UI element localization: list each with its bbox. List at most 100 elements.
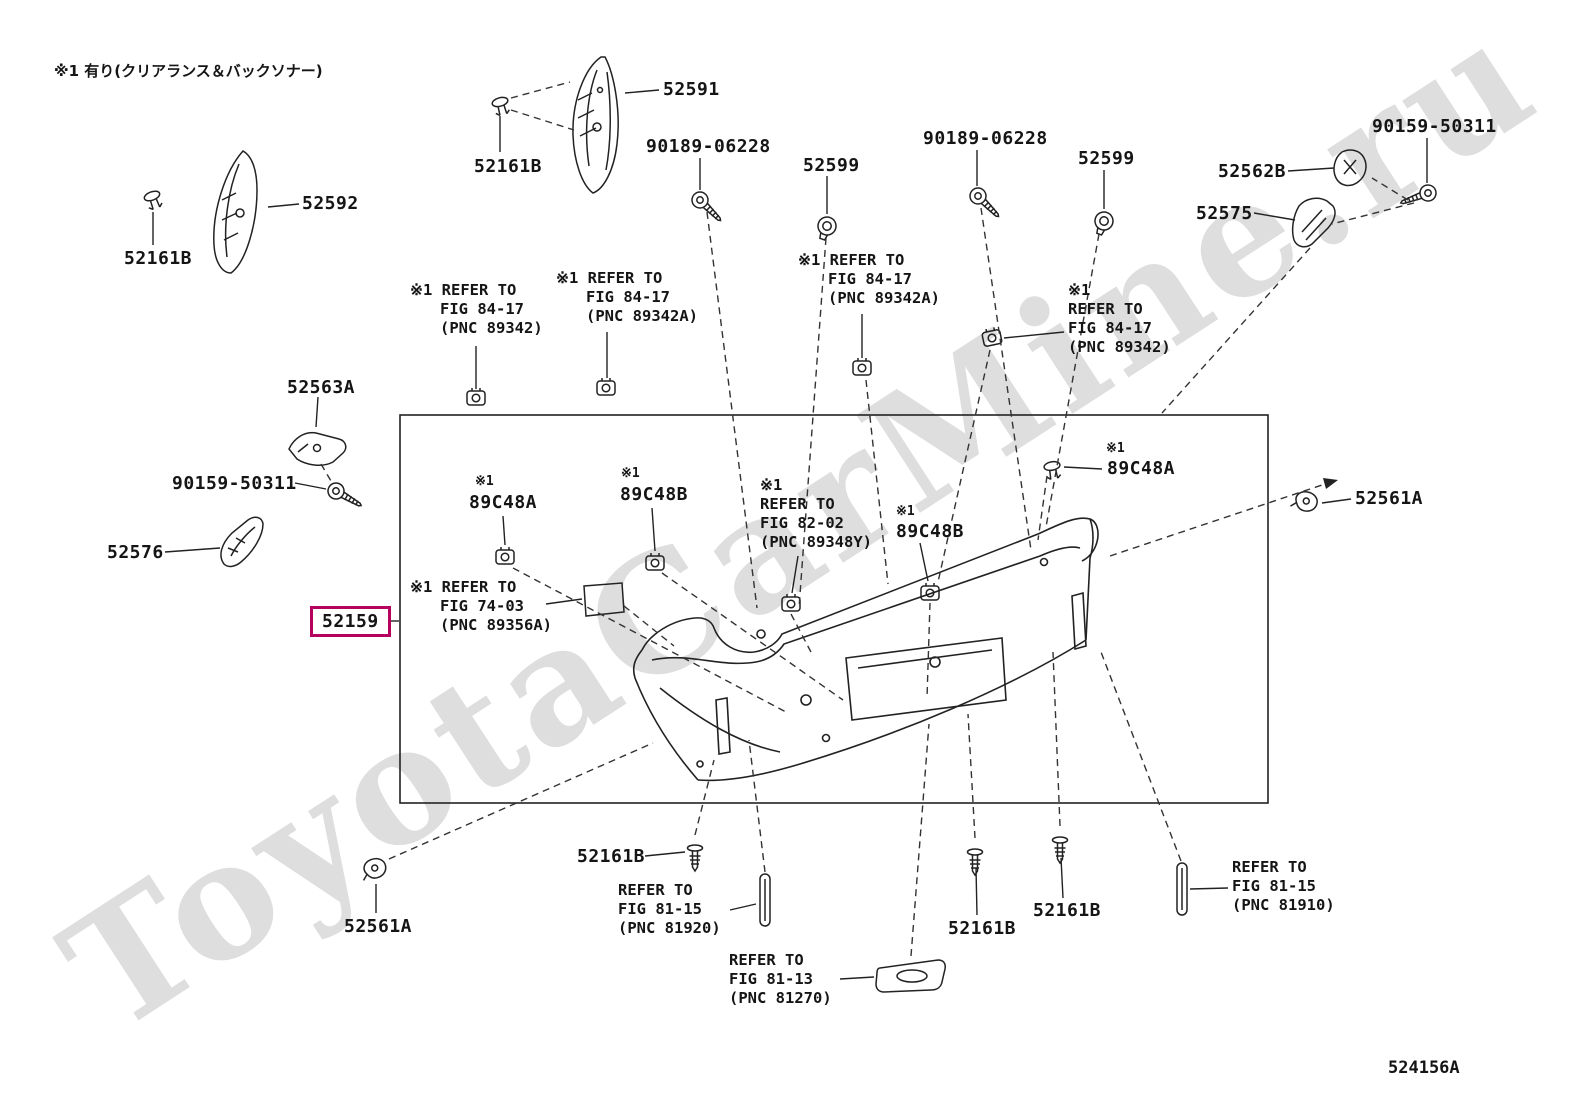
bracket-52576-drawing (220, 516, 264, 568)
part-label-52599-1[interactable]: 52599 (803, 155, 860, 176)
screw-icon (1397, 181, 1440, 212)
part-label-90159-50311-2[interactable]: 90159-50311 (172, 473, 297, 494)
push-pin-icon (966, 848, 984, 876)
ref-line: ※1 (760, 476, 783, 494)
part-label-52161b-1[interactable]: 52161B (474, 156, 543, 177)
part-label-90189-06228-2[interactable]: 90189-06228 (923, 128, 1048, 149)
part-label-52561a-2[interactable]: 52561A (344, 916, 413, 937)
part-label-52563a[interactable]: 52563A (287, 377, 356, 398)
bracket-52592-drawing (213, 150, 258, 274)
part-label-90159-50311-1[interactable]: 90159-50311 (1372, 116, 1497, 137)
ref-line: FIG 84-17 (828, 269, 912, 288)
part-label-52161b-3[interactable]: 52161B (577, 846, 646, 867)
ref-line: FIG 84-17 (1068, 318, 1152, 337)
clip-icon (142, 188, 165, 212)
part-label-52161b-2[interactable]: 52161B (124, 248, 193, 269)
label-leader-lines (152, 89, 1428, 980)
ref-line: ※1 REFER TO (410, 281, 517, 299)
part-label-52591[interactable]: 52591 (663, 79, 720, 100)
ref-line: (PNC 89342A) (828, 288, 940, 307)
ref-line: REFER TO (1232, 858, 1307, 876)
star1-mark: ※1 (621, 466, 640, 481)
ref-line: (PNC 89342A) (586, 306, 698, 325)
star1-mark: ※1 (475, 474, 494, 489)
part-label-89c48a-1[interactable]: 89C48A (469, 492, 538, 513)
bracket-52591-drawing (572, 56, 619, 194)
retainer-strip-icon (1176, 862, 1188, 916)
part-label-52562b[interactable]: 52562B (1218, 161, 1287, 182)
film-sheet-drawing (583, 582, 625, 617)
ref-line: FIG 82-02 (760, 513, 844, 532)
ref-line: FIG 84-17 (586, 287, 670, 306)
part-label-52592[interactable]: 52592 (302, 193, 359, 214)
ref-line: (PNC 81920) (618, 918, 721, 937)
license-lamp-drawing (875, 959, 946, 993)
part-label-52161b-4[interactable]: 52161B (948, 918, 1017, 939)
ref-line: ※1 REFER TO (798, 251, 905, 269)
sonar-sensor-icon (466, 387, 486, 406)
ref-line: FIG 81-15 (1232, 876, 1316, 895)
ref-fig-82-02-pnc89348y: ※1 REFER TO FIG 82-02 (PNC 89348Y) (760, 476, 872, 552)
part-label-89c48b-2[interactable]: 89C48B (896, 521, 965, 542)
dashed-leader-lines (320, 81, 1415, 957)
ref-fig-84-17-pnc89342a-left: ※1 REFER TO FIG 84-17 (PNC 89342A) (556, 269, 698, 326)
ref-line: REFER TO (760, 494, 835, 513)
ref-line: ※1 (1068, 281, 1091, 299)
part-label-52576[interactable]: 52576 (107, 542, 164, 563)
ref-line: REFER TO (729, 951, 804, 969)
push-pin-icon (686, 844, 704, 872)
bumper-cover-drawing (632, 517, 1099, 782)
sonar-sensor-icon (596, 377, 616, 396)
part-label-52561a-1[interactable]: 52561A (1355, 488, 1424, 509)
part-label-52161b-5[interactable]: 52161B (1033, 900, 1102, 921)
ref-fig-81-13-pnc81270: REFER TO FIG 81-13 (PNC 81270) (729, 951, 832, 1008)
part-label-90189-06228-1[interactable]: 90189-06228 (646, 136, 771, 157)
ref-fig-74-03-pnc89356a: ※1 REFER TO FIG 74-03 (PNC 89356A) (410, 578, 552, 635)
arrow-head (1323, 478, 1338, 489)
ref-line: REFER TO (1068, 299, 1143, 318)
diagram-code: 524156A (1388, 1058, 1460, 1078)
ref-line: ※1 REFER TO (410, 578, 517, 596)
push-pin-icon (1051, 836, 1069, 864)
part-label-52575[interactable]: 52575 (1196, 203, 1253, 224)
ref-fig-81-15-pnc81910: REFER TO FIG 81-15 (PNC 81910) (1232, 858, 1335, 915)
sensor-retainer-icon (495, 546, 515, 565)
grommet-icon (1090, 208, 1117, 238)
ref-fig-84-17-pnc89342a-mid: ※1 REFER TO FIG 84-17 (PNC 89342A) (798, 251, 940, 308)
ref-line: FIG 81-15 (618, 899, 702, 918)
note-clearance-back-sonar: ※1 有り(クリアランス＆バックソナー) (54, 62, 323, 80)
retainer-icon (1289, 487, 1321, 515)
star1-mark: ※1 (1106, 441, 1125, 456)
part-label-52159-highlighted[interactable]: 52159 (310, 606, 391, 637)
ref-line: REFER TO (618, 881, 693, 899)
parts-box-frame (399, 414, 1269, 804)
ref-line: (PNC 89356A) (440, 615, 552, 634)
ref-line: (PNC 81270) (729, 988, 832, 1007)
part-label-52599-2[interactable]: 52599 (1078, 148, 1135, 169)
ref-line: (PNC 89342) (1068, 337, 1171, 356)
screw-icon (687, 187, 727, 227)
ref-line: FIG 81-13 (729, 969, 813, 988)
ref-fig-81-15-pnc81920: REFER TO FIG 81-15 (PNC 81920) (618, 881, 721, 938)
sensor-bracket-icon (781, 593, 801, 612)
part-label-89c48a-2[interactable]: 89C48A (1107, 458, 1176, 479)
bracket-52563A-drawing (288, 431, 347, 467)
screw-icon (324, 479, 366, 514)
retainer-icon (358, 855, 389, 883)
ref-line: FIG 74-03 (440, 596, 524, 615)
part-label-89c48b-1[interactable]: 89C48B (620, 484, 689, 505)
ref-line: (PNC 81910) (1232, 895, 1335, 914)
ref-fig-84-17-pnc89342-left: ※1 REFER TO FIG 84-17 (PNC 89342) (410, 281, 543, 338)
screw-icon (965, 183, 1005, 223)
ref-line: FIG 84-17 (440, 299, 524, 318)
sonar-sensor-icon (852, 357, 872, 376)
clip-icon (490, 95, 512, 118)
ref-fig-84-17-pnc89342-right: ※1 REFER TO FIG 84-17 (PNC 89342) (1068, 281, 1171, 357)
sensor-retainer-icon (645, 552, 665, 571)
star1-mark: ※1 (896, 504, 915, 519)
ref-line: (PNC 89342) (440, 318, 543, 337)
ref-line: ※1 REFER TO (556, 269, 663, 287)
retainer-strip-icon (759, 873, 771, 927)
